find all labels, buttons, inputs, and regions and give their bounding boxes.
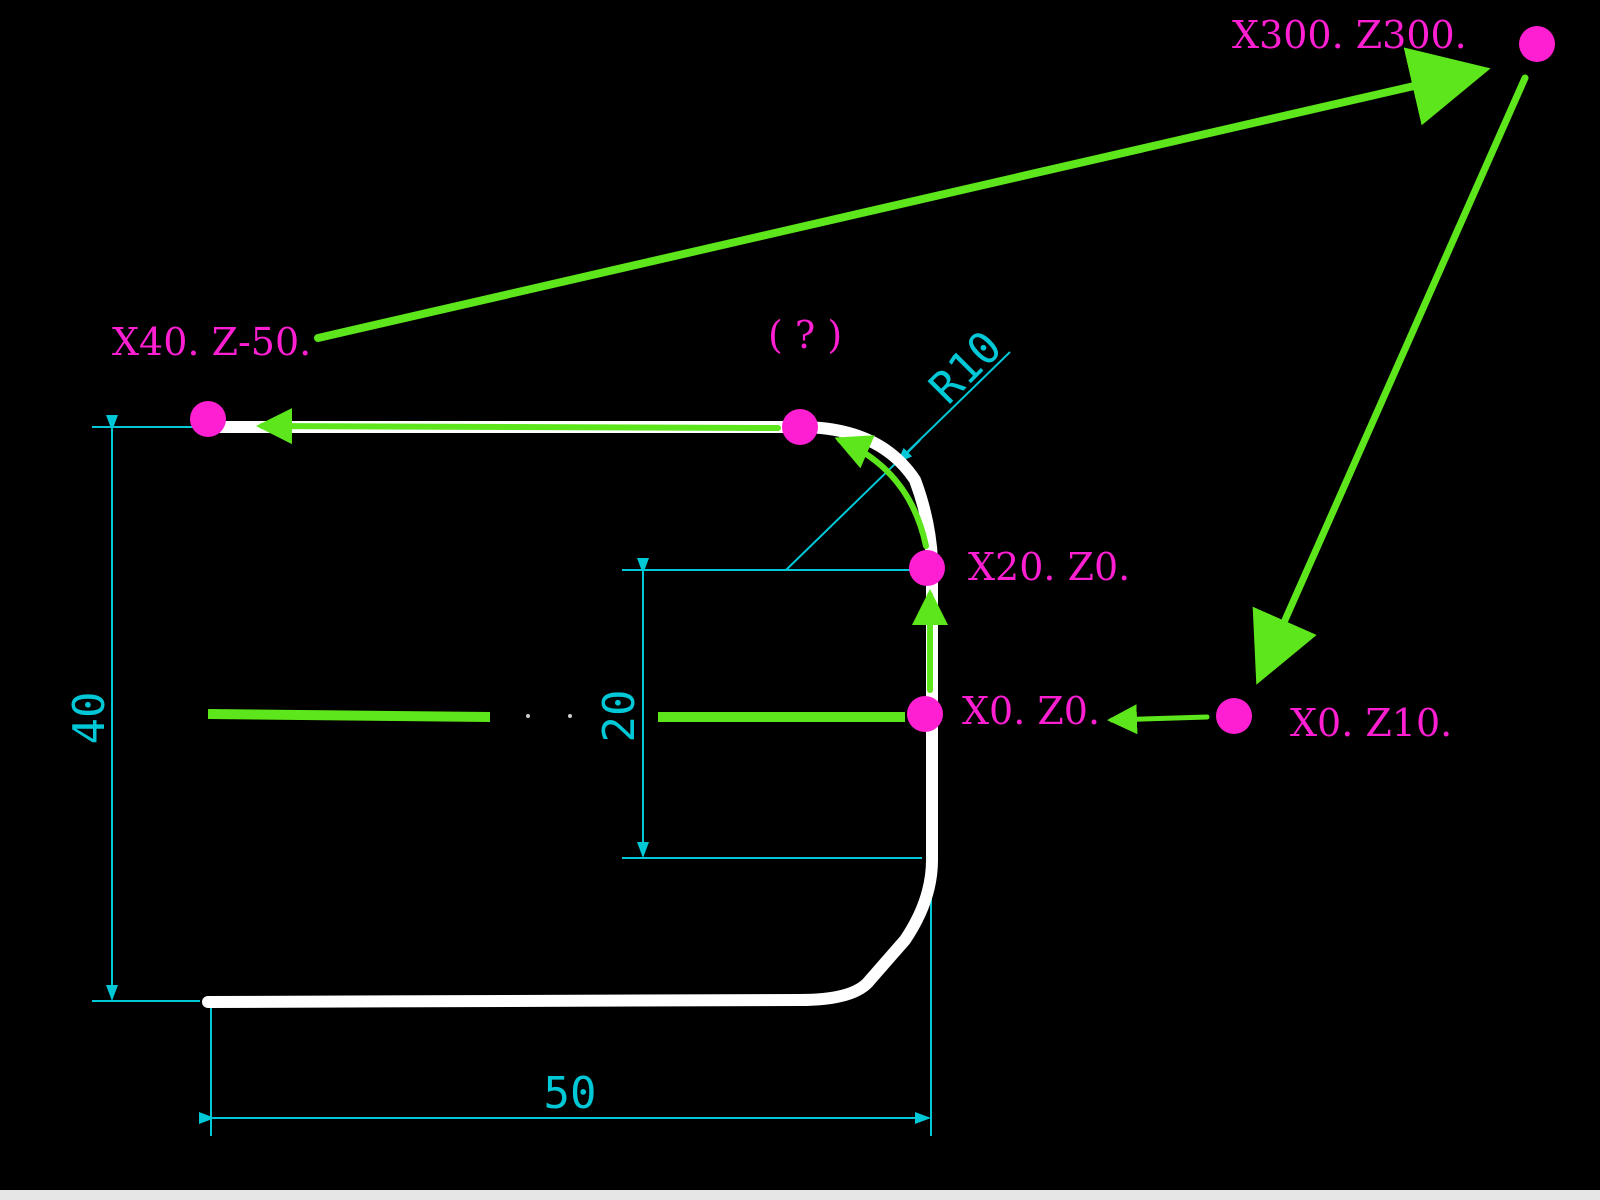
point-x300-z300 [1519,26,1555,62]
dimension-label-50: 50 [544,1068,597,1119]
center-line-dots [526,714,572,718]
label-unknown: ( ? ) [768,313,842,357]
approach-face [1107,704,1210,735]
dimension-label-20: 20 [594,690,645,743]
point-x0-z10 [1216,698,1252,734]
label-x0-z10: X0. Z10. [1290,701,1452,745]
center-dot-2 [568,714,572,718]
dimension-lines [92,351,1011,1136]
radius-cut [834,435,929,549]
bottom-edge-bar [0,1190,1600,1200]
label-x40-z-50: X40. Z-50. [112,320,311,364]
toolpath [256,47,1529,735]
point-x40-z-50 [190,401,226,437]
dimension-label-radius: R10 [920,322,1012,414]
center-line-left [207,709,491,722]
dimension-label-40: 40 [64,692,115,745]
label-x0-z0: X0. Z0. [962,689,1100,733]
label-x20-z0: X20. Z0. [968,545,1130,589]
points [190,26,1555,734]
point-unknown [782,409,818,445]
rapid-approach [1252,74,1529,685]
label-x300-z300: X300. Z300. [1232,13,1467,57]
center-dot-1 [526,714,530,718]
point-x0-z0 [907,696,943,732]
point-x20-z0 [909,550,945,586]
move-to-start [314,47,1491,342]
center-line [207,709,905,722]
turn-cut [256,408,781,445]
